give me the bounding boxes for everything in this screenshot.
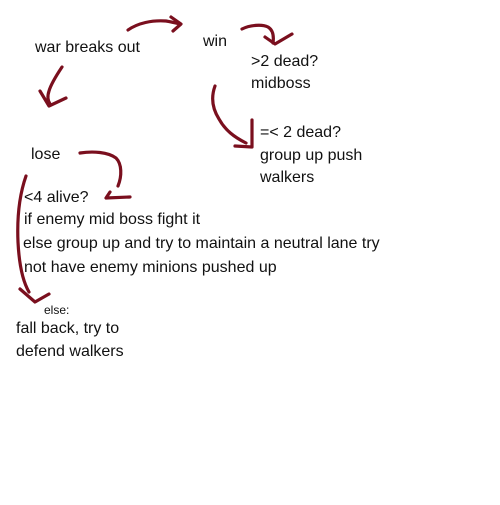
arrow-win-to-midboss-head [263, 32, 294, 46]
node-else-action-line1: fall back, try to [16, 320, 120, 337]
arrow-lose-to-else-head [18, 287, 51, 304]
node-lose-low-alive-line4: not have enemy minions pushed up [24, 259, 277, 276]
node-lose-low-alive-line1: <4 alive? [24, 189, 89, 206]
node-lose-low-alive-line3: else group up and try to maintain a neut… [23, 235, 380, 252]
arrow-midboss-to-groupup [211, 84, 248, 145]
node-win-low-dead-line1: =< 2 dead? [260, 124, 341, 141]
arrow-war-to-win-head [169, 15, 183, 33]
arrow-win-to-midboss [240, 23, 275, 45]
node-war-breaks-out: war breaks out [35, 39, 140, 56]
node-win-high-dead-line2: midboss [251, 75, 311, 92]
node-win: win [203, 33, 228, 50]
node-else-action-line2: defend walkers [16, 343, 124, 360]
arrow-war-to-win [126, 19, 182, 32]
node-win-low-dead-line3: walkers [260, 169, 315, 186]
node-else-label: else: [44, 303, 70, 317]
arrow-lose-to-alive-check [78, 150, 123, 188]
node-win-low-dead-line2: group up push [260, 147, 363, 164]
arrow-midboss-to-groupup-head [233, 118, 254, 149]
arrow-war-to-lose [46, 65, 64, 106]
arrow-lose-to-alive-check-head [104, 190, 132, 200]
arrow-lose-to-else [16, 174, 31, 294]
arrow-war-to-lose-head [38, 89, 68, 108]
node-win-high-dead-line1: >2 dead? [251, 53, 319, 70]
node-lose: lose [31, 146, 61, 163]
node-lose-low-alive-line2: if enemy mid boss fight it [24, 211, 201, 228]
